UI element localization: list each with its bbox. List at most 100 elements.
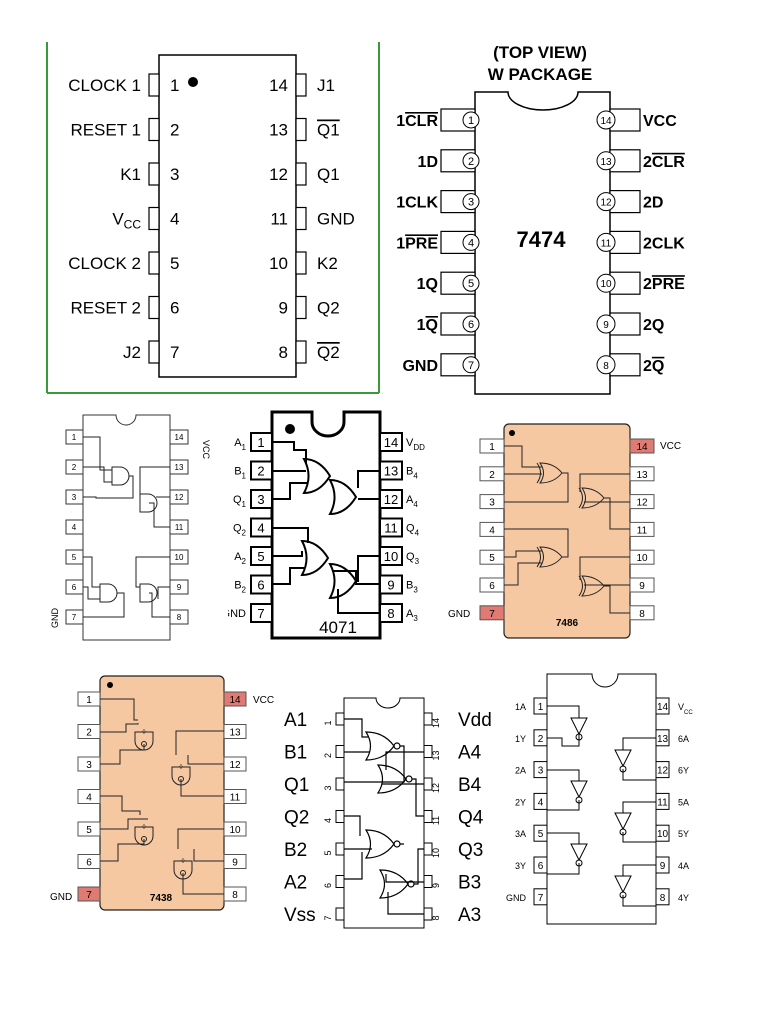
pin1-dot: [107, 682, 113, 688]
pin-label: 1CLK: [396, 195, 438, 212]
pin-label: A1: [284, 710, 307, 731]
pin-number: 4: [538, 797, 544, 808]
pin-label: J2: [123, 343, 141, 362]
nor-gate-wire: [344, 815, 404, 880]
pin-number: 13: [269, 121, 288, 140]
or-gate: [302, 457, 332, 495]
pin-label: 1Q: [417, 317, 438, 334]
pin-number: 1: [257, 435, 264, 450]
and-gate: [139, 583, 158, 603]
pin-label: 2Y: [515, 797, 526, 807]
pin-label: Q1: [284, 775, 309, 796]
pin-number: 9: [387, 578, 394, 593]
pin-number: 12: [269, 165, 288, 184]
pin-number: 2: [86, 728, 92, 739]
nor-gate-wire: [344, 718, 405, 783]
pin-stub: [335, 875, 345, 888]
pin-number: 9: [177, 583, 182, 592]
gate-symbol: ◊: [181, 858, 185, 865]
nor-chip-body: [343, 697, 425, 929]
inverter-wire: [622, 864, 657, 907]
nand-gate: [134, 826, 154, 846]
pin-label: RESET 2: [70, 299, 141, 318]
pin-stub: [148, 117, 160, 142]
pin-number: 10: [657, 829, 669, 840]
pin-number: 12: [229, 760, 241, 771]
pin-number: 9: [660, 861, 666, 872]
pin-number: 13: [657, 734, 669, 745]
pin-number: 11: [431, 816, 441, 825]
nor-gate: [378, 869, 409, 899]
pin-label: 5A: [678, 797, 689, 807]
xor-gate-wire: [504, 445, 569, 503]
nand-gate-wire: [100, 795, 148, 862]
pin-stub: [295, 206, 307, 231]
nand-gate: [171, 766, 191, 786]
pin-label: A4: [406, 494, 418, 509]
pin-number: 7: [489, 609, 495, 620]
chip-7486-gnd: GND: [448, 609, 470, 620]
chip-7486-name: 7486: [556, 618, 579, 629]
pin-label: B4: [458, 775, 482, 796]
pin-number: 6: [489, 581, 495, 592]
pin-number: 5: [257, 549, 264, 564]
inverter-wire: [546, 769, 580, 811]
pin-label: Q1: [317, 121, 340, 140]
pin-number: 7: [72, 613, 77, 622]
pin-label: Q2: [284, 808, 309, 829]
pin-number: 5: [72, 553, 77, 562]
pin-number-circle: [462, 193, 480, 211]
pin-number: 5: [170, 254, 179, 273]
pin-number: 11: [601, 238, 612, 249]
pin-label: VDD: [406, 437, 425, 452]
pin-number: 1: [86, 695, 92, 706]
pin-number: 11: [657, 797, 668, 808]
pin-label: GND: [317, 210, 355, 229]
pin-label: 2Q: [643, 358, 664, 375]
pin-stub: [335, 907, 345, 921]
pin-stub: [335, 777, 345, 791]
pin-number: 1: [489, 442, 495, 453]
pin-number: 12: [657, 766, 669, 777]
pin-number: 12: [431, 783, 441, 793]
chip-7486-body: [503, 423, 631, 639]
pin-number: 2: [323, 753, 333, 758]
pin-number: 6: [72, 583, 77, 592]
pin-label: Q4: [406, 523, 420, 538]
pin-stub: [65, 519, 84, 535]
chip-4071-diagram: 4071 1A12B13Q14Q25A26B27GND14VDD13B412A4…: [222, 410, 425, 640]
pin-number: 3: [72, 493, 77, 502]
xor-gate: [581, 575, 605, 597]
pin-number: 9: [431, 883, 441, 888]
and-gate-wire: [139, 466, 170, 528]
pin-number: 14: [636, 442, 648, 453]
pin-label: GND: [228, 608, 246, 620]
pin-number: 4: [86, 793, 92, 804]
pin-number: 13: [636, 470, 648, 481]
pin-stub: [295, 251, 307, 275]
pin-label: Q4: [458, 808, 484, 829]
pin-label: Q1: [317, 165, 340, 184]
pin-label: 1D: [418, 154, 438, 171]
pin-stub: [655, 792, 670, 810]
pin-label: 3A: [515, 829, 526, 839]
pin-number: 4: [257, 521, 264, 536]
pin-stub: [148, 251, 160, 275]
pin-label: A2: [284, 873, 307, 894]
pin-number: 2: [538, 734, 544, 745]
inverter-wire: [622, 801, 657, 843]
pin-number: 14: [657, 702, 669, 713]
pin-label: A1: [234, 437, 246, 452]
and-gate-wire: [135, 556, 170, 618]
pin-number: 14: [600, 116, 612, 127]
pin-number: 10: [600, 279, 612, 290]
inverter-wire: [547, 705, 580, 747]
xor-gate-curve: [536, 546, 541, 568]
pin-label: B2: [284, 840, 307, 861]
pin-number: 4: [489, 525, 495, 536]
pin-number: 6: [538, 861, 544, 872]
pin-number: 9: [639, 581, 645, 592]
pin-number: 8: [279, 343, 288, 362]
